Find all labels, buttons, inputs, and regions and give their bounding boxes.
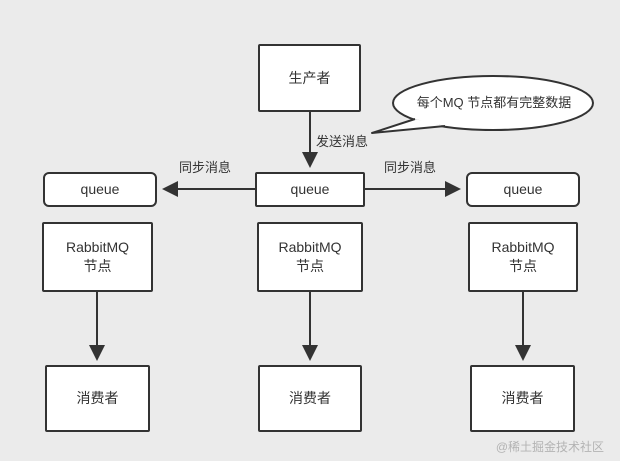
consumer-box-left: 消费者 xyxy=(45,365,150,432)
send-message-label: 发送消息 xyxy=(316,134,369,149)
rabbitmq-node-box-right: RabbitMQ 节点 xyxy=(468,222,578,292)
watermark: @稀土掘金技术社区 xyxy=(495,440,604,454)
producer-box: 生产者 xyxy=(258,44,361,112)
queue-box-left: queue xyxy=(43,172,157,207)
queue-center-label: queue xyxy=(290,181,330,198)
rabbitmq-node-right-label: RabbitMQ 节点 xyxy=(491,239,555,274)
queue-right-label: queue xyxy=(503,181,543,198)
queue-box-center: queue xyxy=(255,172,365,207)
queue-left-label: queue xyxy=(80,181,120,198)
rabbitmq-node-center-label: RabbitMQ 节点 xyxy=(278,239,342,274)
rabbitmq-node-left-label: RabbitMQ 节点 xyxy=(65,239,130,274)
rabbitmq-node-box-center: RabbitMQ 节点 xyxy=(257,222,363,292)
consumer-box-center: 消费者 xyxy=(258,365,362,432)
sync-message-left-label: 同步消息 xyxy=(179,160,232,175)
consumer-left-label: 消费者 xyxy=(76,390,119,407)
speech-bubble-tail xyxy=(371,118,446,134)
producer-label: 生产者 xyxy=(288,69,331,86)
consumer-center-label: 消费者 xyxy=(289,390,331,407)
queue-box-right: queue xyxy=(466,172,580,207)
sync-message-right-label: 同步消息 xyxy=(384,160,437,175)
speech-bubble-text: 每个MQ 节点都有完整数据 xyxy=(416,95,572,110)
consumer-right-label: 消费者 xyxy=(501,390,544,407)
rabbitmq-node-box-left: RabbitMQ 节点 xyxy=(42,222,153,292)
consumer-box-right: 消费者 xyxy=(470,365,575,432)
